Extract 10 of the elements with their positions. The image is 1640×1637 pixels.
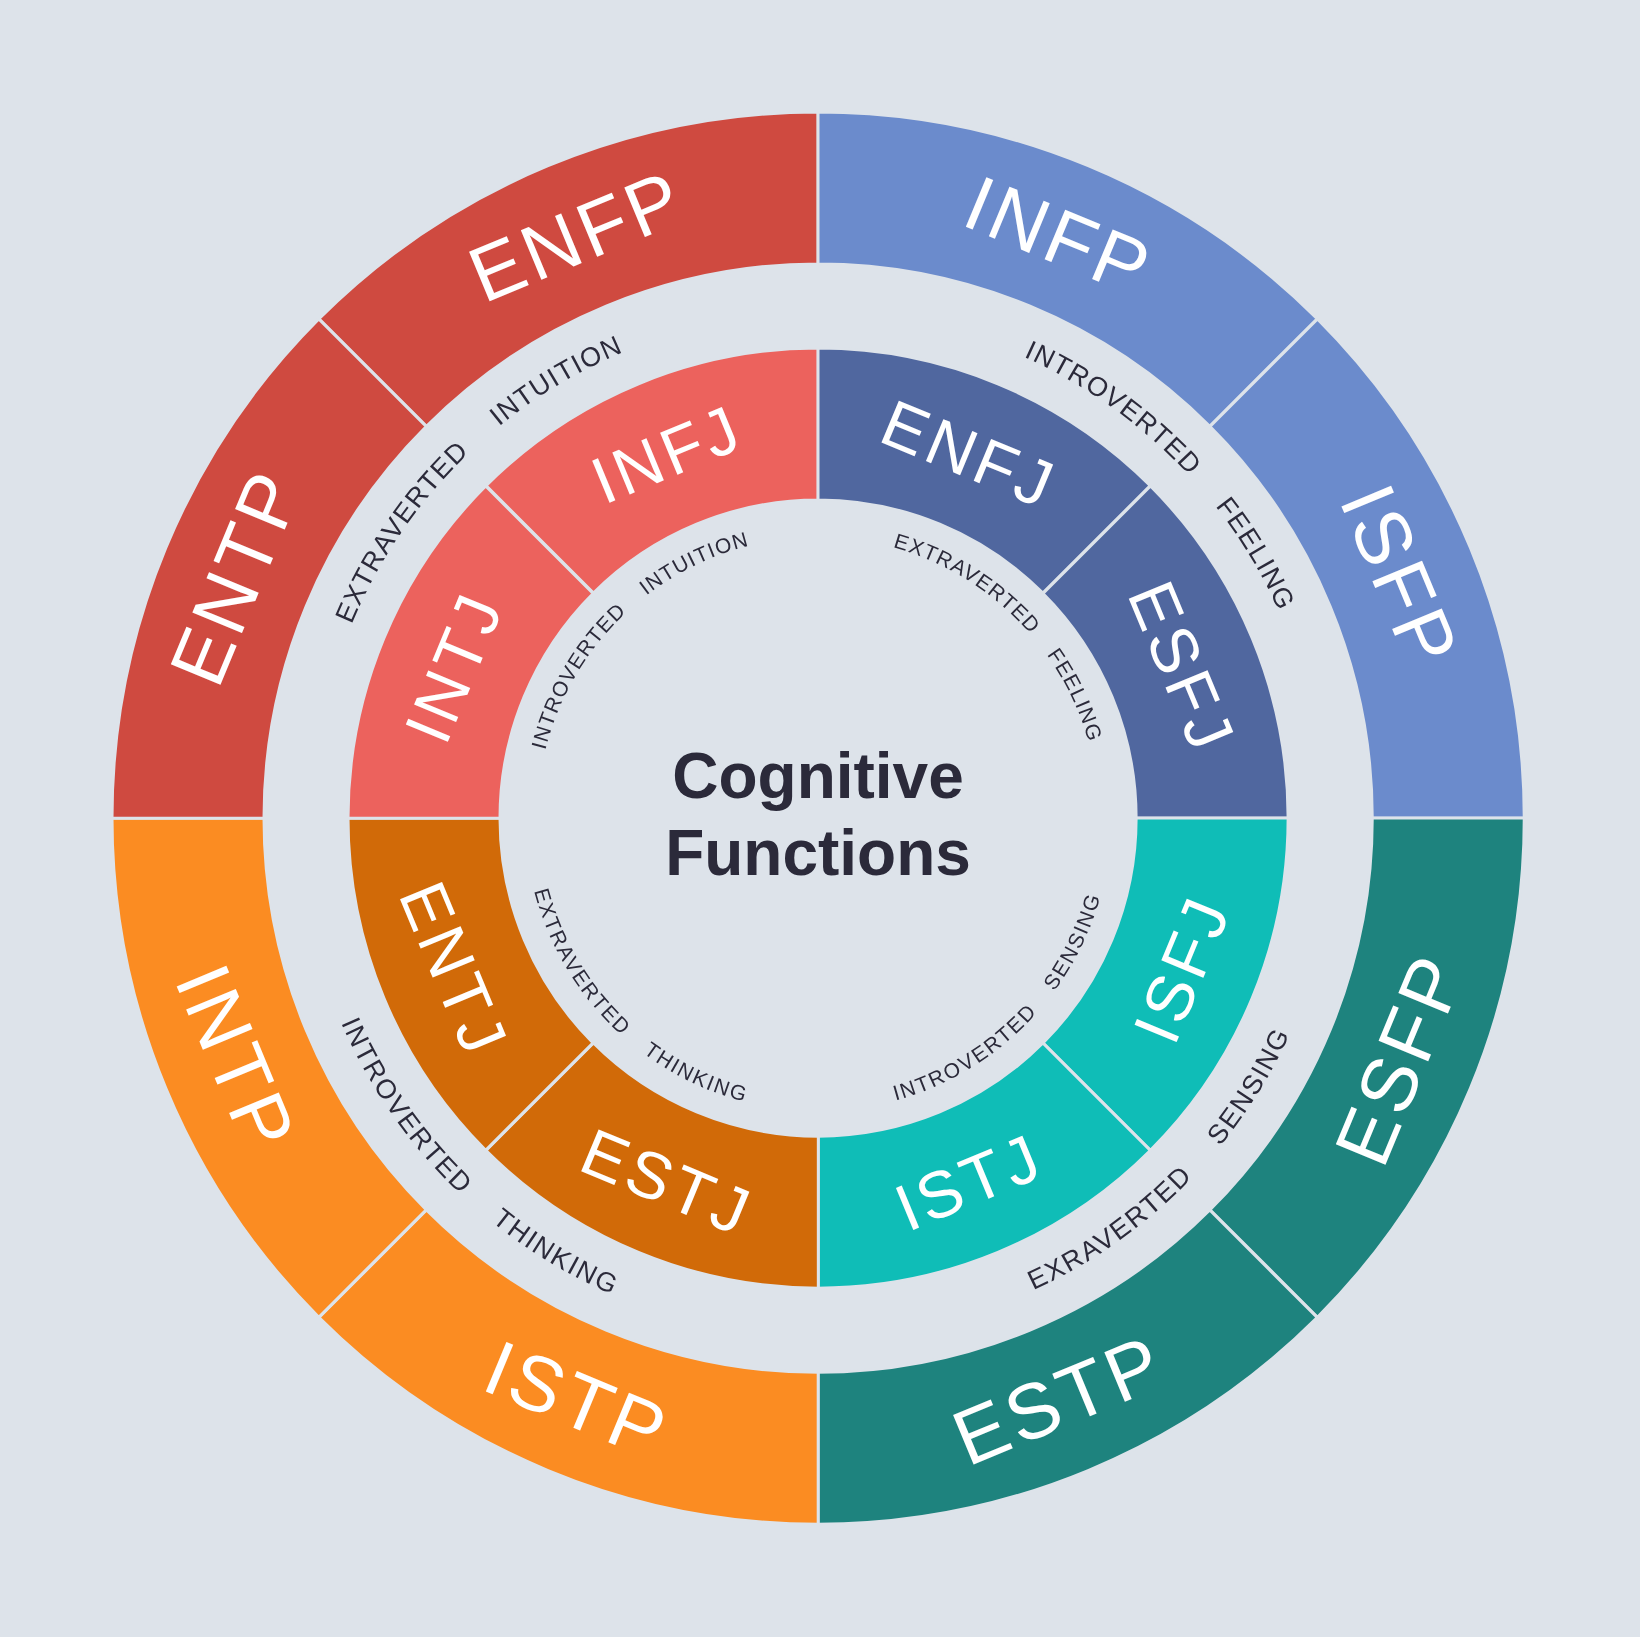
type-label: ESTP — [942, 1321, 1176, 1479]
type-label: INFP — [954, 162, 1164, 310]
type-label: ESFP — [1321, 942, 1479, 1176]
center-title: Cognitive Functions — [664, 739, 972, 891]
type-label: ENTP — [157, 458, 315, 696]
type-label: ISFP — [1327, 474, 1473, 680]
type-label: INTP — [162, 954, 310, 1164]
type-label: ISTP — [474, 1327, 680, 1473]
ring-segment — [1042, 818, 1288, 1151]
type-label: ENFP — [458, 157, 696, 315]
